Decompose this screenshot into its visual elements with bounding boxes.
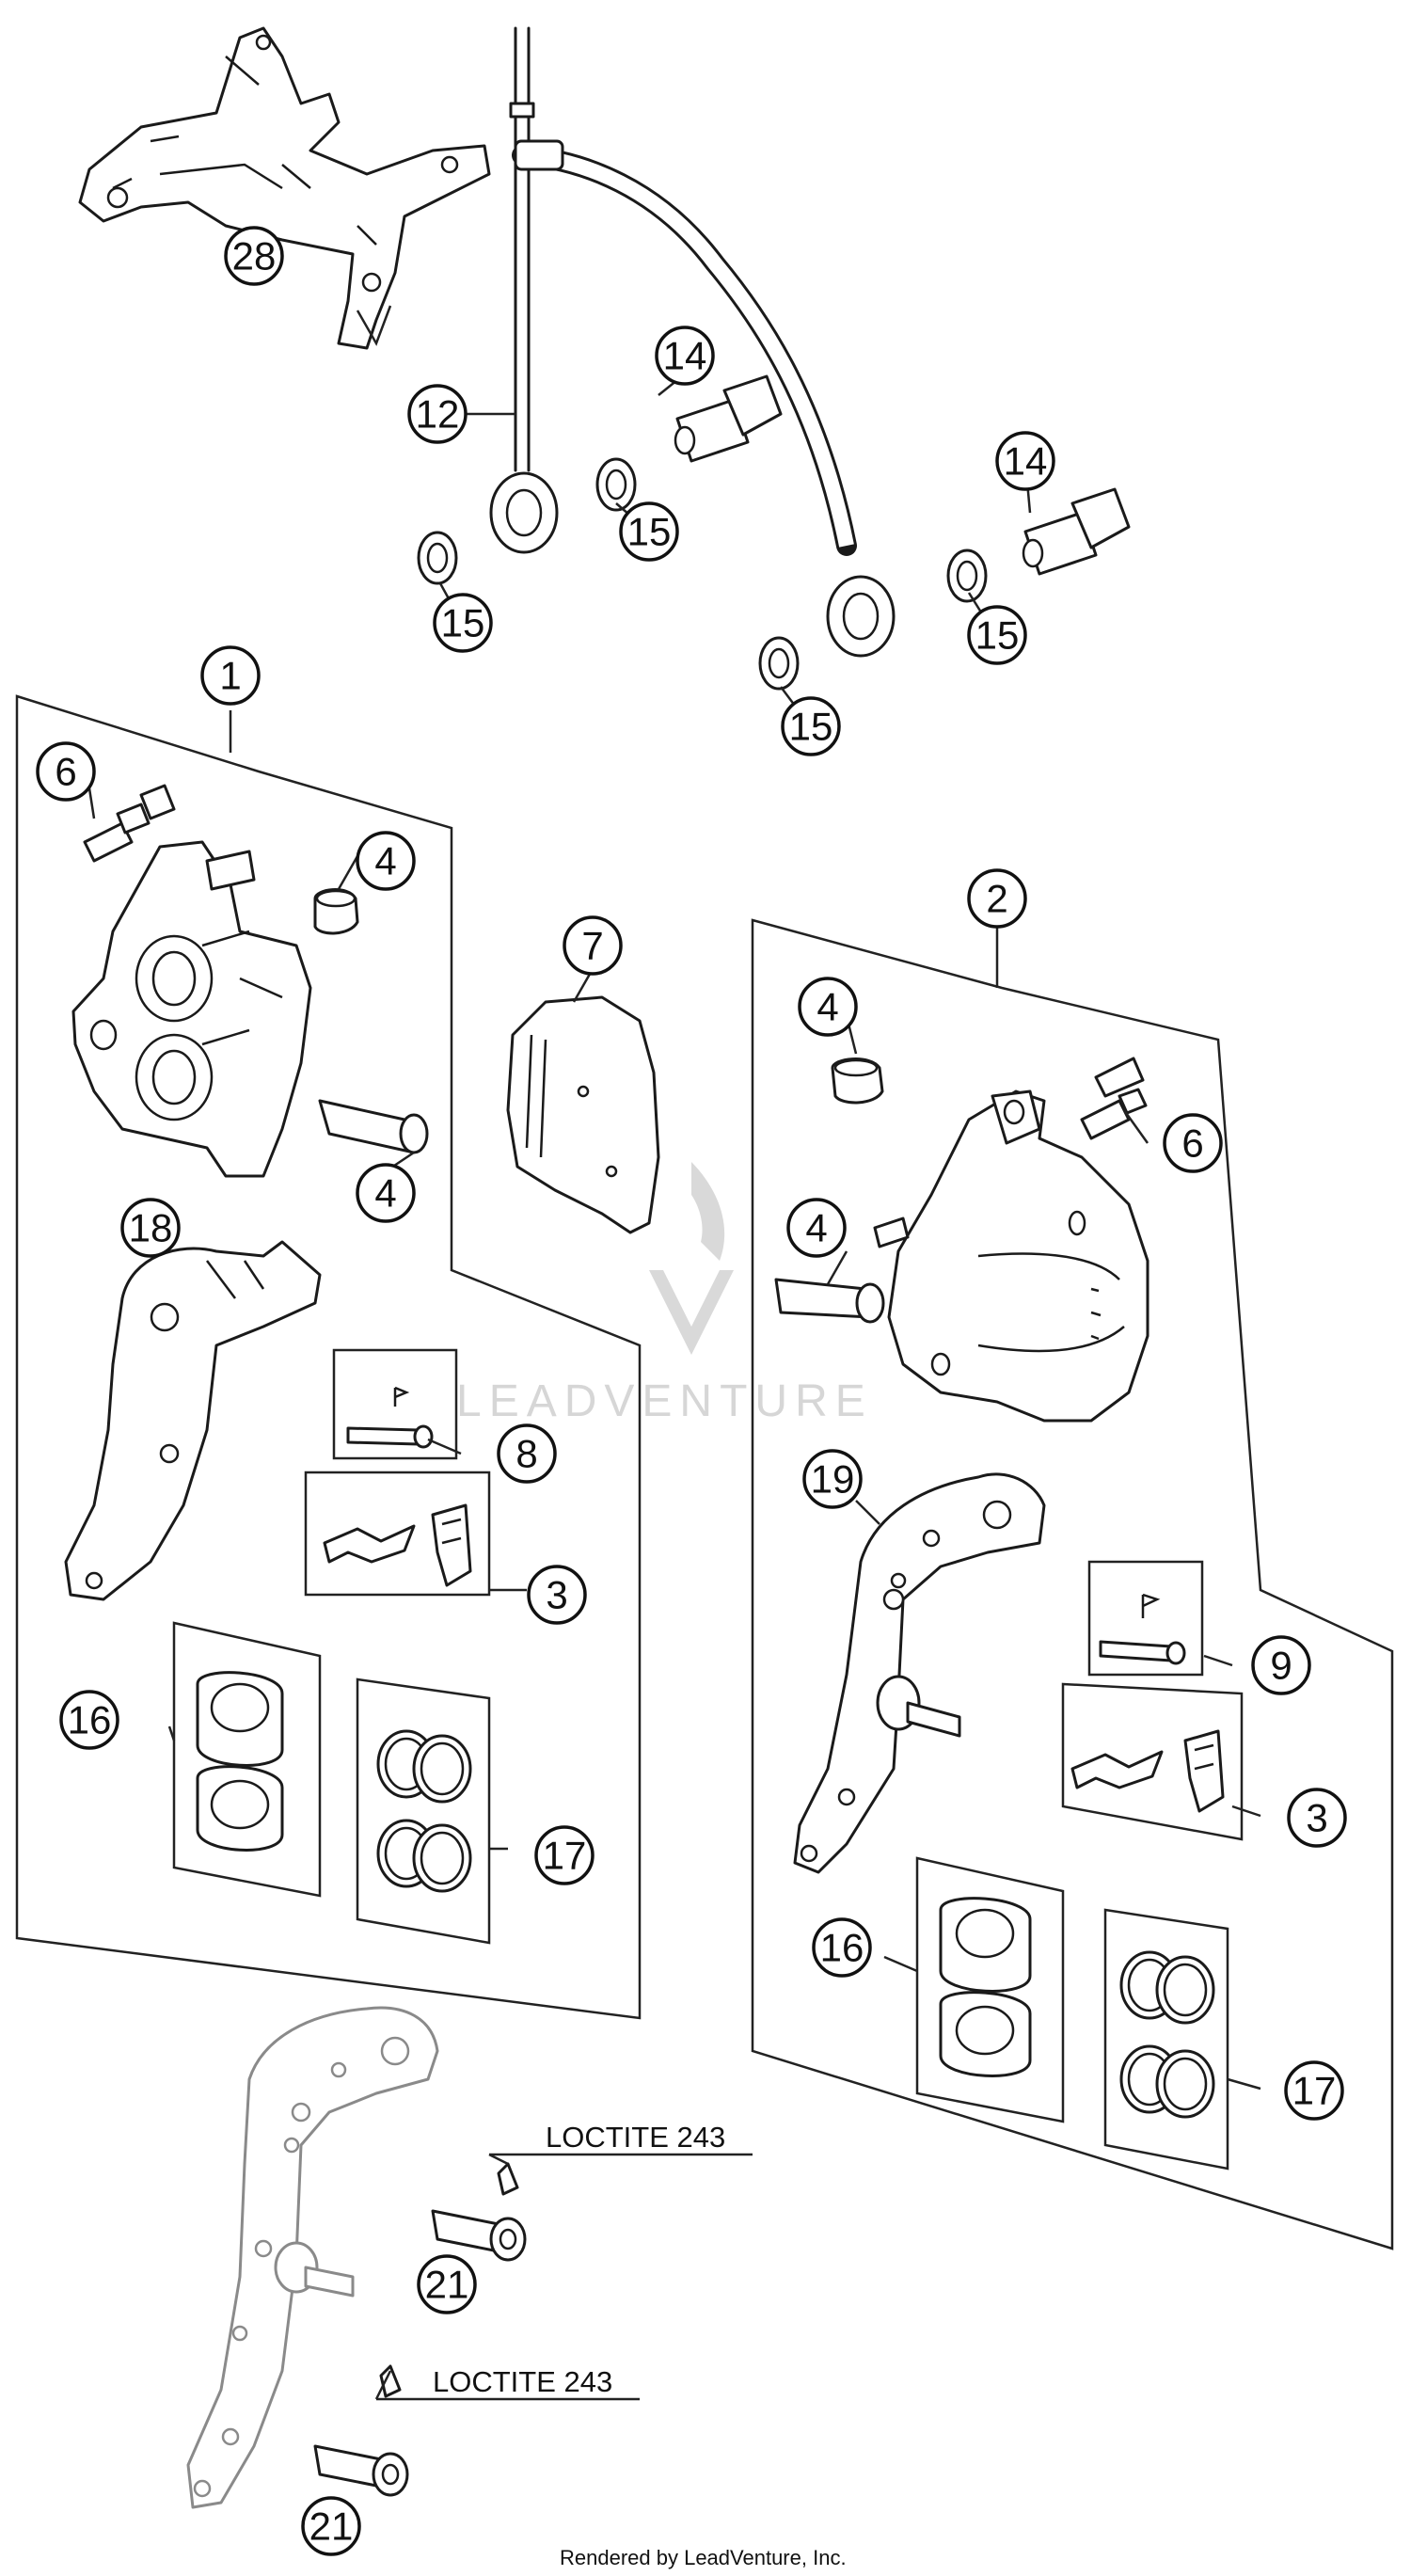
part-4-bushings-left xyxy=(313,888,429,1154)
callout-19: 19 xyxy=(802,1449,863,1509)
part-21-screw-lower xyxy=(313,2364,409,2497)
callout-15-lower: 15 xyxy=(781,696,841,756)
svg-text:15: 15 xyxy=(975,613,1020,658)
callout-12: 12 xyxy=(407,384,468,444)
callout-4-right-upper: 4 xyxy=(798,977,858,1037)
callout-4-left-upper: 4 xyxy=(356,831,416,891)
part-16-piston-kit-right xyxy=(915,1856,1065,2123)
svg-text:15: 15 xyxy=(441,601,485,645)
part-16-piston-kit-left xyxy=(172,1621,322,1898)
callout-4-left-lower: 4 xyxy=(356,1163,416,1223)
part-12-brake-line xyxy=(489,26,896,658)
svg-text:21: 21 xyxy=(309,2504,354,2549)
svg-text:1: 1 xyxy=(219,654,241,698)
part-1-caliper xyxy=(71,840,312,1178)
callout-14-right: 14 xyxy=(995,431,1055,491)
footer-credit: Rendered by LeadVenture, Inc. xyxy=(560,2546,847,2569)
svg-text:21: 21 xyxy=(425,2263,469,2307)
svg-text:19: 19 xyxy=(811,1457,855,1502)
part-14-banjo-bolt-right xyxy=(1022,487,1131,576)
svg-text:2: 2 xyxy=(986,877,1007,921)
watermark-text: LEADVENTURE xyxy=(456,1376,873,1426)
part-8-pin-kit xyxy=(332,1348,458,1460)
svg-text:15: 15 xyxy=(627,510,672,554)
callout-15-left: 15 xyxy=(433,593,493,653)
svg-text:9: 9 xyxy=(1270,1644,1292,1688)
part-14-banjo-bolt-upper xyxy=(674,374,783,463)
callout-3-left: 3 xyxy=(527,1565,587,1625)
callout-17-left: 17 xyxy=(534,1825,595,1885)
svg-text:15: 15 xyxy=(789,705,833,749)
callout-21-upper: 21 xyxy=(417,2254,477,2314)
svg-text:8: 8 xyxy=(515,1432,537,1476)
part-6-bleed-screws-right xyxy=(1080,1057,1148,1140)
callout-4-right-lower: 4 xyxy=(786,1198,847,1258)
callout-16-right: 16 xyxy=(812,1917,872,1978)
callout-18: 18 xyxy=(120,1198,181,1258)
callouts: 28 12 14 15 15 14 15 15 1 6 4 4 7 18 8 3… xyxy=(36,226,1347,2556)
svg-text:3: 3 xyxy=(546,1573,567,1617)
part-19-caliper-holder xyxy=(793,1472,1046,1874)
svg-text:6: 6 xyxy=(55,750,76,794)
callout-15-upper: 15 xyxy=(619,501,679,562)
callout-2: 2 xyxy=(967,868,1027,929)
part-7-brake-pads xyxy=(506,995,660,1234)
svg-text:4: 4 xyxy=(374,839,396,883)
part-4-bushings-right xyxy=(774,1057,885,1324)
part-28-bracket xyxy=(78,26,491,350)
watermark: LEADVENTURE xyxy=(456,1162,873,1426)
part-3-spring-kit-right xyxy=(1061,1682,1244,1841)
callout-6-left: 6 xyxy=(36,741,96,802)
svg-text:14: 14 xyxy=(1004,439,1048,484)
callout-28: 28 xyxy=(224,226,284,286)
part-17-seal-kit-right xyxy=(1103,1908,1229,2171)
callout-17-right: 17 xyxy=(1284,2060,1344,2121)
callout-14-upper: 14 xyxy=(655,326,715,386)
watermark-flame-icon xyxy=(691,1162,725,1261)
callout-7: 7 xyxy=(563,915,623,976)
kit-panel-1 xyxy=(15,694,642,2020)
part-9-pin-kit xyxy=(1087,1560,1204,1677)
callout-15-right: 15 xyxy=(967,605,1027,665)
svg-text:6: 6 xyxy=(1181,1121,1203,1166)
watermark-v-icon xyxy=(649,1270,734,1355)
part-2-caliper xyxy=(873,1089,1149,1423)
callout-3-right: 3 xyxy=(1287,1788,1347,1848)
svg-text:16: 16 xyxy=(68,1698,112,1742)
callout-21-lower: 21 xyxy=(301,2496,361,2556)
svg-text:28: 28 xyxy=(232,234,277,278)
callout-16-left: 16 xyxy=(59,1690,119,1750)
svg-text:16: 16 xyxy=(820,1926,864,1970)
svg-text:18: 18 xyxy=(129,1206,173,1250)
svg-text:17: 17 xyxy=(1292,2069,1337,2113)
svg-text:7: 7 xyxy=(581,924,603,968)
ghost-caliper-holder xyxy=(186,2006,439,2509)
part-17-seal-kit-left xyxy=(356,1678,491,1945)
svg-text:4: 4 xyxy=(374,1171,396,1216)
part-21-screw-upper xyxy=(431,2162,527,2262)
svg-text:12: 12 xyxy=(416,392,460,437)
part-18-caliper-holder xyxy=(64,1240,322,1601)
part-3-spring-kit-left xyxy=(304,1471,491,1597)
loctite-note-upper: LOCTITE 243 xyxy=(546,2121,725,2154)
part-6-bleed-screws-left xyxy=(83,784,176,863)
svg-text:3: 3 xyxy=(1306,1796,1327,1840)
svg-text:4: 4 xyxy=(805,1206,827,1250)
svg-text:14: 14 xyxy=(663,334,707,378)
callout-6-right: 6 xyxy=(1163,1113,1223,1173)
loctite-note-lower: LOCTITE 243 xyxy=(433,2365,612,2398)
callout-9: 9 xyxy=(1251,1635,1311,1695)
svg-text:17: 17 xyxy=(543,1834,587,1878)
kit-panel-2 xyxy=(751,918,1394,2250)
part-15-washers xyxy=(417,457,988,691)
callout-8: 8 xyxy=(497,1423,557,1484)
callout-1: 1 xyxy=(200,645,261,706)
svg-text:4: 4 xyxy=(816,985,838,1029)
